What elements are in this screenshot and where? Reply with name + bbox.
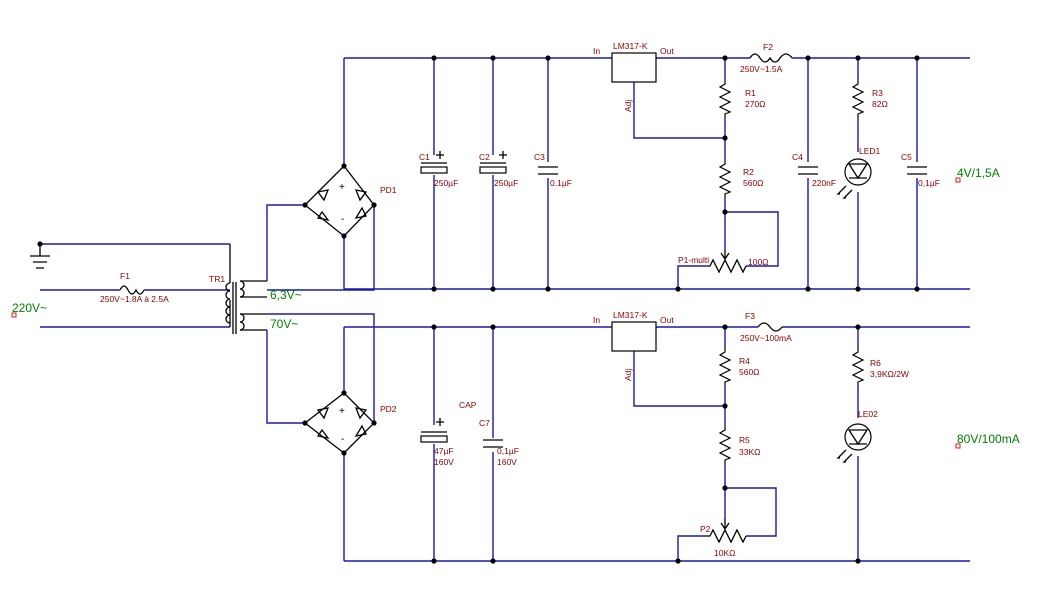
output-2-label: 80V/100mA (957, 432, 1020, 446)
cap-c5-value: 0,1µF (918, 178, 940, 188)
wiring (40, 57, 970, 562)
fuse-f3-value: 250V~100mA (740, 333, 792, 343)
capacitor-cap: CAP 47µF 160V (420, 400, 477, 467)
res-r2-value: 560Ω (743, 178, 764, 188)
bridge-pd2: + - PD2 (303, 392, 397, 454)
output-terminal-2 (955, 443, 961, 449)
res-r6-value: 3,9KΩ/2W (870, 369, 909, 379)
cap-cap-name: CAP (459, 400, 477, 410)
potentiometer-p1: P1-multi 100Ω (678, 250, 769, 274)
transformer-name: TR1 (209, 274, 225, 284)
reg1-in: In (593, 46, 600, 56)
regulator-lm317-lower: LM317-K In Out Adj (593, 310, 674, 381)
fuse-f2-name: F2 (763, 42, 773, 52)
fuse-f3-name: F3 (745, 311, 755, 321)
capacitor-c3: C3 0.1µF (534, 152, 572, 188)
bridge-pd2-name: PD2 (380, 404, 397, 414)
fuse-f1: F1 250V~1.8A à 2.5A (100, 271, 169, 304)
junction-dots (37, 55, 920, 564)
cap-c7-name: C7 (479, 418, 490, 428)
reg2-out: Out (660, 315, 674, 325)
cap-c4-name: C4 (792, 152, 803, 162)
res-r1-name: R1 (745, 88, 756, 98)
cap-c2-value: 250µF (494, 178, 518, 188)
capacitor-c2: C2 250µF (479, 151, 518, 188)
pot-p1-value: 100Ω (748, 257, 769, 267)
reg1-adj: Adj (623, 100, 633, 112)
pot-p2-value: 10KΩ (714, 548, 735, 558)
svg-text:+: + (339, 182, 345, 193)
resistor-r5: R5 33KΩ (719, 423, 760, 465)
reg1-out: Out (660, 46, 674, 56)
cap-c4-value: 220nF (812, 178, 836, 188)
cap-c3-name: C3 (534, 152, 545, 162)
pot-p2-name: P2 (700, 524, 711, 534)
bridge-pd1: + - PD1 (304, 165, 397, 237)
input-voltage-label: 220V~ (12, 301, 47, 315)
pot-p1-name: P1-multi (678, 255, 709, 265)
output-1-label: 4V/1,5A (957, 166, 1000, 180)
input-terminal (11, 312, 17, 318)
res-r4-value: 560Ω (739, 367, 760, 377)
reg2-name: LM317-K (613, 310, 648, 320)
cap-c1-name: C1 (419, 152, 430, 162)
res-r3-value: 82Ω (872, 99, 888, 109)
cap-cap-value2: 160V (434, 457, 454, 467)
res-r4-name: R4 (739, 356, 750, 366)
fuse-f2-value: 250V~1.5A (740, 64, 783, 74)
cap-c1-value: 250µF (434, 178, 458, 188)
fuse-f3: F3 250V~100mA (740, 311, 792, 343)
led-2-name: LE02 (858, 409, 878, 419)
res-r1-value: 270Ω (745, 99, 766, 109)
fuse-f1-name: F1 (120, 271, 130, 281)
resistor-r4: R4 560Ω (719, 345, 760, 387)
res-r3-name: R3 (872, 88, 883, 98)
led-1-name: LED1 (859, 146, 881, 156)
led-1: LED1 (836, 146, 881, 199)
res-r6-name: R6 (870, 358, 881, 368)
cap-c5-name: C5 (901, 152, 912, 162)
cap-c3-value: 0.1µF (550, 178, 572, 188)
capacitor-c4: C4 220nF (792, 152, 836, 188)
svg-text:-: - (341, 434, 344, 445)
capacitor-c7: C7 0,1µF 160V (479, 418, 519, 467)
res-r2-name: R2 (743, 167, 754, 177)
ground-icon (30, 244, 50, 269)
secondary-high-label: 70V~ (270, 317, 298, 331)
potentiometer-p2: P2 10KΩ (700, 518, 747, 558)
bridge-pd1-name: PD1 (380, 185, 397, 195)
cap-c7-value1: 0,1µF (497, 446, 519, 456)
regulator-lm317-upper: LM317-K In Out Adj (593, 41, 674, 112)
reg1-name: LM317-K (613, 41, 648, 51)
secondary-low-label: 6,3V~ (270, 288, 302, 302)
resistor-r1: R1 270Ω (719, 77, 766, 119)
resistor-r2: R2 560Ω (719, 157, 764, 199)
output-terminal-1 (955, 177, 961, 183)
cap-c2-name: C2 (479, 152, 490, 162)
resistor-r6: R6 3,9KΩ/2W (852, 345, 909, 387)
transformer-tr1: TR1 (209, 244, 267, 334)
reg2-adj: Adj (623, 369, 633, 381)
fuse-f1-value: 250V~1.8A à 2.5A (100, 294, 169, 304)
capacitor-c1: C1 250µF (419, 151, 458, 188)
cap-c7-value2: 160V (497, 457, 517, 467)
res-r5-name: R5 (739, 435, 750, 445)
fuse-f2: F2 250V~1.5A (740, 42, 793, 74)
resistor-r3: R3 82Ω (852, 77, 888, 119)
cap-cap-value1: 47µF (434, 446, 454, 456)
svg-text:+: + (339, 406, 345, 417)
led-2: LE02 (836, 409, 878, 463)
reg2-in: In (593, 315, 600, 325)
svg-text:-: - (341, 214, 344, 225)
capacitor-c5: C5 0,1µF (901, 152, 940, 188)
res-r5-value: 33KΩ (739, 447, 760, 457)
